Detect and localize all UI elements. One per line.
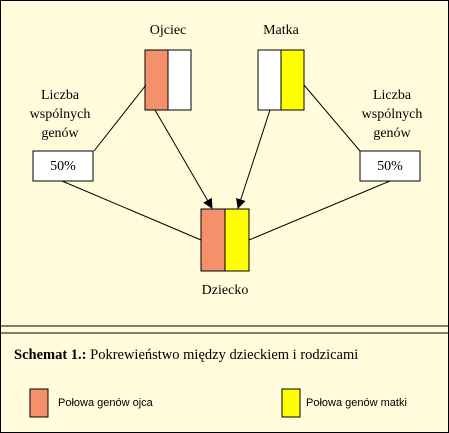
line-percent-to-child-left (61, 180, 202, 241)
father-half-colored (144, 49, 169, 111)
shared-genes-label-right: Liczba wspólnych genów (361, 88, 423, 141)
child-half-father (200, 208, 226, 272)
child-half-mother (224, 208, 250, 272)
legend-swatch-mother (281, 388, 301, 418)
line-percent-to-child-right (248, 180, 391, 241)
figure-caption: Schemat 1.: Pokrewieństwo między dziecki… (14, 347, 358, 364)
arrow-mother-to-child (236, 109, 271, 209)
line-father-to-percent (93, 84, 147, 152)
mother-label: Matka (263, 23, 299, 38)
legend-father-text: Połowa genów ojca (58, 397, 153, 409)
caption-label: Schemat 1.: (14, 347, 87, 363)
mother-gene-box (257, 49, 305, 111)
arrow-father-to-child (154, 109, 213, 209)
caption-text: Pokrewieństwo między dzieckiem i rodzica… (86, 347, 359, 363)
father-label: Ojciec (149, 23, 187, 38)
child-gene-box (200, 208, 250, 272)
father-gene-box (144, 49, 192, 111)
percent-value-right: 50% (377, 159, 403, 174)
legend-swatch-father (29, 388, 49, 418)
line-mother-to-percent (303, 84, 361, 152)
percent-value-left: 50% (50, 159, 76, 174)
father-half-empty (167, 49, 192, 111)
child-label: Dziecko (201, 283, 249, 298)
legend-mother-text: Połowa genów matki (306, 397, 407, 409)
mother-half-colored (280, 49, 305, 111)
shared-genes-label-left: Liczba wspólnych genów (29, 88, 91, 141)
mother-half-empty (257, 49, 282, 111)
